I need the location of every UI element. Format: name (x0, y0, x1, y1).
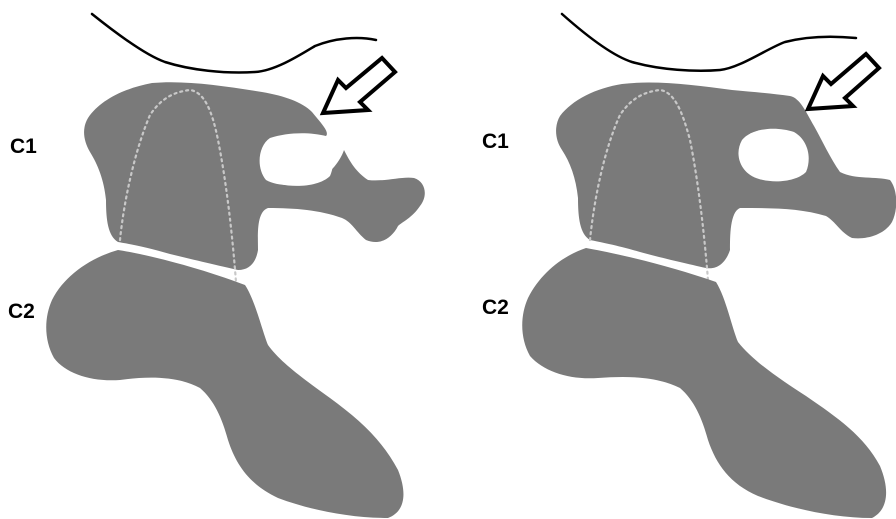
c2-vertebra (46, 250, 403, 518)
skull-base-contour (92, 14, 376, 73)
left-panel: C1 C2 (8, 14, 425, 518)
c1-bone-body (556, 83, 896, 269)
c1-bone-body (84, 82, 425, 270)
c1-vertebra (556, 83, 896, 280)
c1-foramen (738, 129, 808, 182)
arrow-pointing-down-left-icon (323, 58, 395, 113)
c1-label: C1 (482, 130, 509, 153)
c2-label: C2 (8, 300, 35, 323)
arrow-pointing-down-left-icon (808, 54, 879, 109)
c1-vertebra (84, 82, 425, 282)
c2-label: C2 (482, 296, 509, 319)
skull-base-contour (562, 14, 856, 71)
c2-vertebra (522, 248, 886, 518)
right-panel: C1 C2 (482, 14, 896, 518)
c1-foramen (262, 135, 333, 186)
c1-label: C1 (10, 135, 37, 158)
